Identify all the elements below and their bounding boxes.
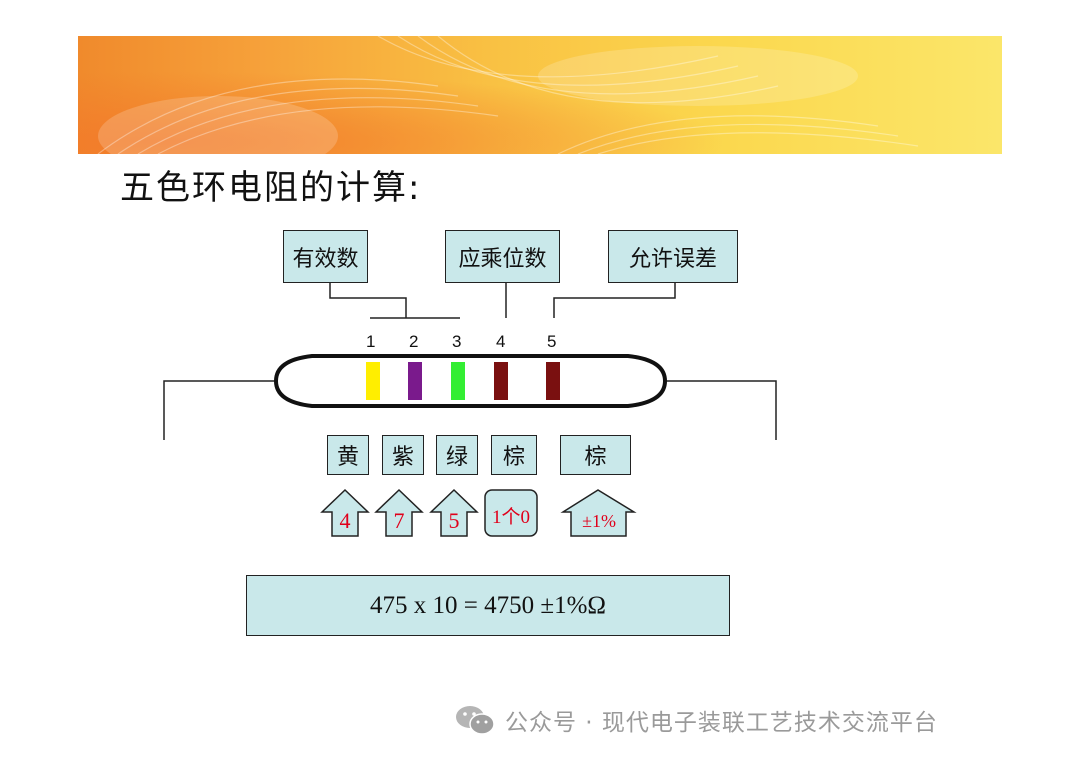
header-banner — [78, 36, 1002, 154]
band-1 — [366, 362, 380, 400]
label-tolerance: 允许误差 — [608, 230, 738, 283]
band-2 — [408, 362, 422, 400]
digit-value-2: 7 — [393, 508, 405, 533]
band-number-2: 2 — [409, 332, 419, 351]
banner-decoration — [78, 36, 1002, 154]
band-4 — [494, 362, 508, 400]
arrow-2 — [374, 488, 424, 537]
band-number-5: 5 — [547, 332, 557, 351]
band-3 — [451, 362, 465, 400]
tolerance-value: ±1% — [582, 511, 616, 531]
color-name-1: 黄 — [327, 435, 369, 475]
arrow-1 — [320, 488, 370, 537]
color-name-4: 棕 — [491, 435, 537, 475]
multiplier-value-box — [484, 489, 538, 537]
digit-value-3: 5 — [448, 508, 460, 533]
left-lead — [163, 380, 280, 440]
multiplier-value: 1个0 — [491, 507, 530, 528]
color-name-5: 棕 — [560, 435, 631, 475]
formula-box: 475 x 10 = 4750 ±1%Ω — [246, 575, 730, 636]
band-number-4: 4 — [496, 332, 506, 351]
resistor-body — [273, 354, 668, 408]
band-5 — [546, 362, 560, 400]
label-significant-digits: 有效数 — [283, 230, 368, 283]
wechat-icon — [456, 706, 495, 735]
label-multiplier: 应乘位数 — [445, 230, 560, 283]
tolerance-connector — [553, 283, 676, 318]
arrow-3 — [429, 488, 479, 537]
footer-text: 公众号 · 现代电子装联工艺技术交流平台 — [505, 710, 938, 736]
significant-connector — [329, 283, 407, 318]
page-title: 五色环电阻的计算: — [120, 168, 422, 208]
arrow-5 — [560, 489, 637, 537]
color-name-2: 紫 — [382, 435, 424, 475]
band-number-1: 1 — [366, 332, 376, 351]
right-lead — [660, 380, 777, 440]
band-number-3: 3 — [452, 332, 462, 351]
footer-watermark: 公众号 · 现代电子装联工艺技术交流平台 — [455, 700, 938, 740]
color-name-3: 绿 — [436, 435, 478, 475]
digit-value-1: 4 — [339, 508, 351, 533]
